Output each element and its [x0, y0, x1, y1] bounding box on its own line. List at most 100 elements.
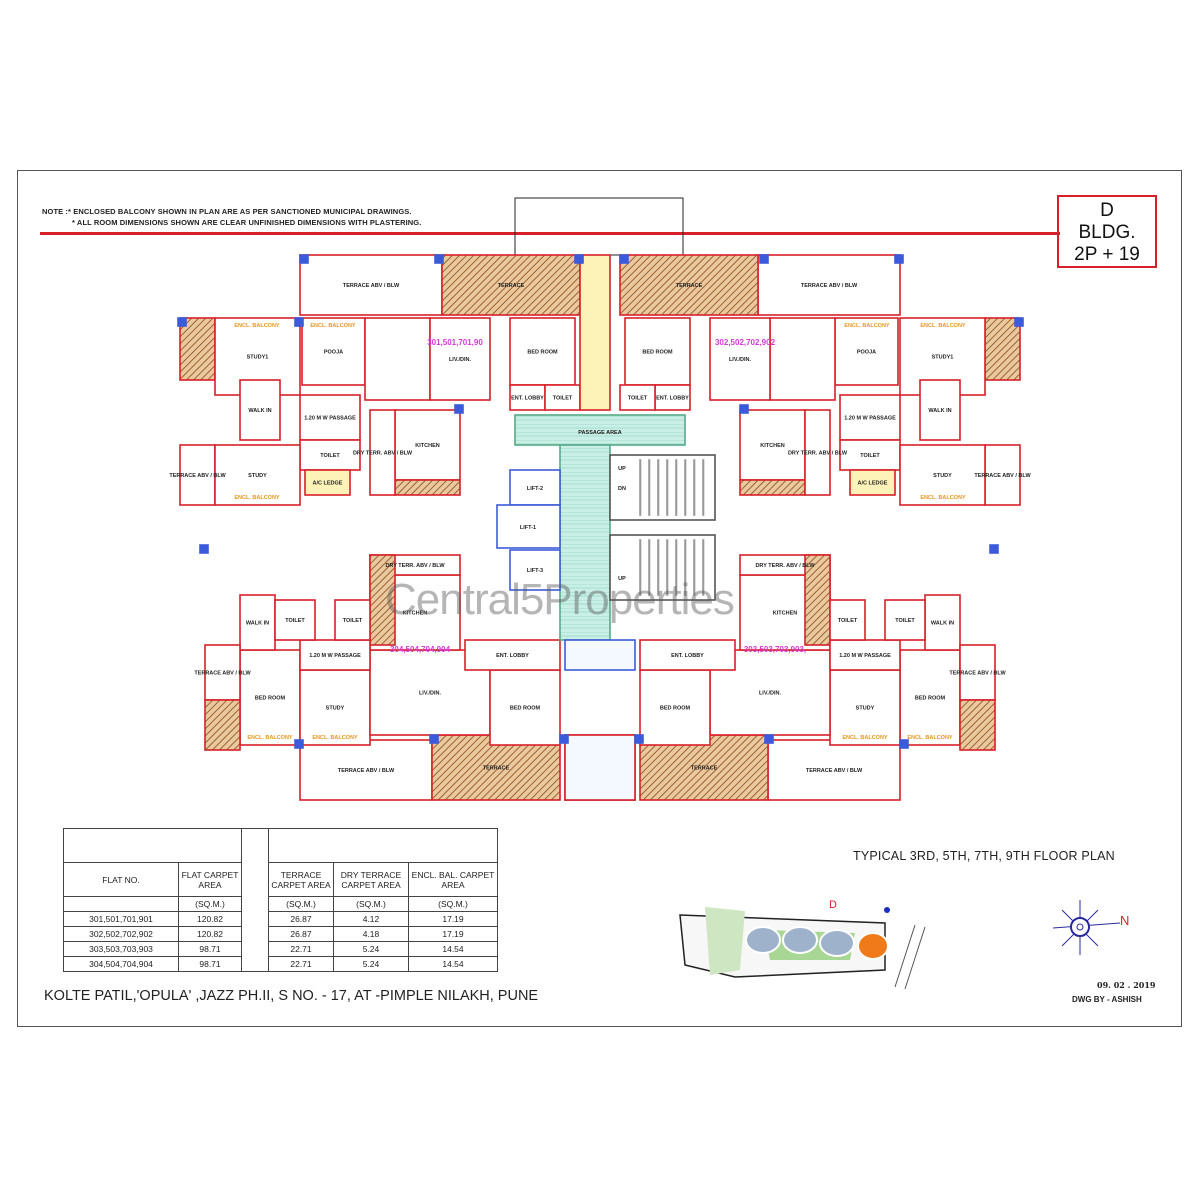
- unit-304-balcony-room: [204, 699, 241, 751]
- cell-encl: 17.19: [408, 926, 498, 942]
- unit-303-toilet-label: TOILET: [895, 618, 915, 624]
- unit-302-liv-din-label: LIV./DIN.: [729, 357, 752, 363]
- unit-301-balcony-room: [364, 317, 431, 401]
- unit-302-ac-ledge-room: [849, 469, 896, 496]
- stair-step: [657, 539, 660, 596]
- unit-301-bed-room-label: BED ROOM: [527, 350, 558, 356]
- unit-302-pooja-label: POOJA: [857, 350, 876, 356]
- unit-304-walk-in-room: [239, 594, 276, 651]
- column-icon: [434, 254, 444, 264]
- cell-carpet: 120.82: [178, 911, 242, 927]
- cell-carpet: 120.82: [178, 926, 242, 942]
- cell-encl: 14.54: [408, 956, 498, 972]
- column-icon: [759, 254, 769, 264]
- unit-301-study-label: STUDY: [248, 473, 267, 479]
- unit-303-balcony-room: [959, 699, 996, 751]
- building-floors: 2P + 19: [1074, 244, 1140, 265]
- unit-302-bed-room-room: [624, 317, 691, 386]
- unit-303-bed-room-label: BED ROOM: [915, 696, 946, 702]
- unit-301-encl-balcony-label-1: ENCL. BALCONY: [234, 323, 280, 329]
- unit-304-study-room: [299, 669, 371, 746]
- cell-terrace: 22.71: [268, 956, 334, 972]
- cell-encl: 17.19: [408, 911, 498, 927]
- unit-303-passage-label: 1.20 M W PASSAGE: [839, 653, 891, 659]
- column-icon: [989, 544, 999, 554]
- unit-304-toilet-label: TOILET: [343, 618, 363, 624]
- unit-302-toilet-label: TOILET: [628, 396, 648, 402]
- unit-301-toilet-label: TOILET: [553, 396, 573, 402]
- unit-303-passage-room: [829, 639, 901, 671]
- unit-301-kitchen-label: KITCHEN: [415, 443, 439, 449]
- unit-302-toilet-room: [619, 384, 656, 411]
- shaft-top: [579, 254, 611, 411]
- unit-301-encl-balcony-label-3: ENCL. BALCONY: [234, 495, 280, 501]
- unit-301-balcony-room: [394, 479, 461, 496]
- cell-carpet: 98.71: [178, 956, 242, 972]
- stair-step: [684, 539, 687, 596]
- unit-304-ent-lobby-room: [464, 639, 561, 671]
- unit-terrace: (SQ.M.): [268, 896, 334, 912]
- unit-303-terrace-abv-blw-room: [767, 739, 901, 801]
- unit-303-terrace-room: [639, 734, 769, 801]
- unit-303-dry-terr-label: DRY TERR. ABV / BLW: [755, 563, 815, 569]
- stair-step: [702, 459, 705, 516]
- building-title-box: D BLDG. 2P + 19: [1057, 195, 1157, 268]
- cell-terrace: 26.87: [268, 911, 334, 927]
- column-icon: [574, 254, 584, 264]
- tower-d-highlight: [857, 932, 889, 960]
- stair-step: [675, 459, 678, 516]
- unit-label-304: 304,504,704,904: [390, 645, 451, 654]
- unit-301-dry-terr-room: [369, 409, 396, 496]
- unit-304-study-label: STUDY: [326, 706, 345, 712]
- unit-301-walk-in-label: WALK IN: [248, 408, 271, 414]
- unit-301-terrace-label: TERRACE: [498, 283, 525, 289]
- column-icon: [1014, 317, 1024, 327]
- unit-301-walk-in-room: [239, 379, 281, 441]
- unit-303-terrace-abv-blw-label: TERRACE ABV / BLW: [949, 671, 1006, 677]
- stair-step: [657, 459, 660, 516]
- column-icon: [177, 317, 187, 327]
- drawing-frame: [17, 170, 1182, 1027]
- unit-301-terrace-abv-blw-label: TERRACE ABV / BLW: [169, 473, 226, 479]
- compass-rose-icon: [1052, 900, 1121, 955]
- column-icon: [619, 254, 629, 264]
- unit-302-terrace-abv-blw-label: TERRACE ABV / BLW: [974, 473, 1031, 479]
- cell-flat: 303,503,703,903: [63, 941, 179, 957]
- unit-label-303: 303,503,703,903,: [744, 645, 806, 654]
- unit-302-ent-lobby-room: [654, 384, 691, 411]
- column-icon: [294, 739, 304, 749]
- unit-303-toilet-room: [829, 599, 866, 641]
- unit-303-terrace-abv-blw-room: [959, 644, 996, 701]
- unit-301-toilet-label: TOILET: [320, 453, 340, 459]
- unit-302-study1-label: STUDY1: [932, 355, 954, 361]
- unit-301-dry-terr-label: DRY TERR. ABV / BLW: [353, 451, 413, 457]
- unit-302-balcony-room: [769, 317, 836, 401]
- column-icon: [634, 734, 644, 744]
- unit-304-liv-din-label: LIV./DIN.: [419, 691, 442, 697]
- cell-terrace: 26.87: [268, 926, 334, 942]
- note-line-1: NOTE :* ENCLOSED BALCONY SHOWN IN PLAN A…: [42, 207, 412, 216]
- plan-title: TYPICAL 3RD, 5TH, 7TH, 9TH FLOOR PLAN: [853, 849, 1115, 863]
- unit-301-ent-lobby-label: ENT. LOBBY: [511, 396, 544, 402]
- passage-area-top: [514, 414, 686, 446]
- cell-dry: 4.12: [333, 911, 409, 927]
- unit-303-terrace-label: TERRACE: [691, 766, 718, 772]
- table-row: 301,501,701,901 120.82 26.87 4.12 17.19: [63, 911, 498, 927]
- unit-304-toilet-label: TOILET: [285, 618, 305, 624]
- drawn-by: DWG BY - ASHISH: [1072, 995, 1142, 1004]
- unit-303-encl-balcony-label-2: ENCL. BALCONY: [842, 735, 888, 741]
- unit-303-liv-din-label: LIV./DIN.: [759, 691, 782, 697]
- cell-dry: 5.24: [333, 956, 409, 972]
- unit-301-liv-din-label: LIV./DIN.: [449, 357, 472, 363]
- duct-box: [564, 639, 636, 671]
- table-blank-right: [268, 828, 498, 863]
- unit-304-walk-in-label: WALK IN: [246, 621, 269, 627]
- cell-dry: 4.18: [333, 926, 409, 942]
- key-plan: D: [679, 899, 926, 990]
- unit-301-toilet-room: [544, 384, 581, 411]
- unit-302-bed-room-label: BED ROOM: [642, 350, 673, 356]
- stair-up-label-lower: UP: [618, 576, 626, 582]
- unit-302-dry-terr-label: DRY TERR. ABV / BLW: [788, 451, 848, 457]
- key-plan-marker: D: [829, 899, 837, 911]
- stair-step: [666, 459, 669, 516]
